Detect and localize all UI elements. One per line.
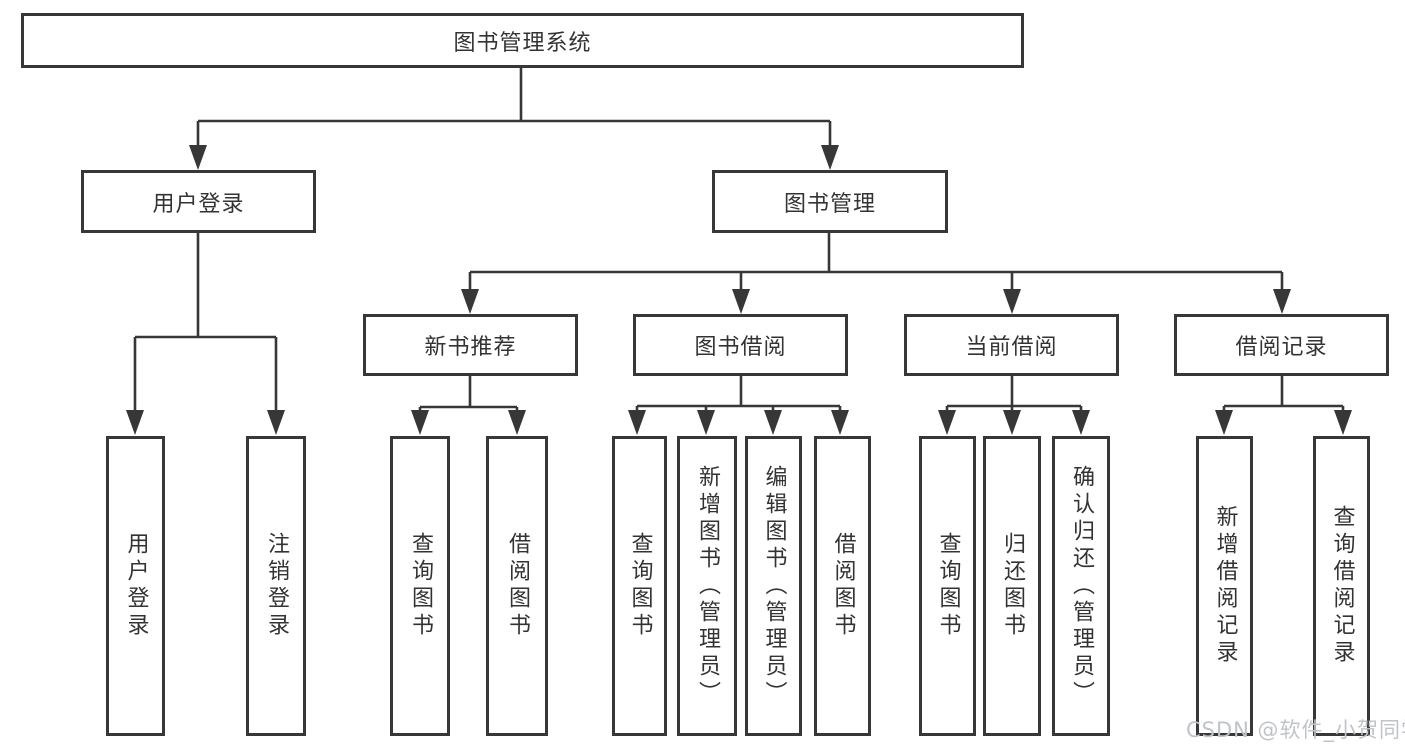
leaf-borrow-lend-label: 借阅图书 <box>830 532 856 640</box>
node-current-borrow: 当前借阅 <box>904 314 1119 376</box>
leaf-borrow-query: 查询图书 <box>612 436 667 736</box>
leaf-records-add: 新增借阅记录 <box>1196 436 1253 736</box>
leaf-newbook-borrow-label: 借阅图书 <box>505 532 530 640</box>
leaf-borrow-edit: 编辑图书（管理员） <box>745 436 802 736</box>
leaf-logout: 注销登录 <box>246 436 306 736</box>
leaf-records-query-label: 查询借阅记录 <box>1329 505 1355 667</box>
node-new-book-recommend: 新书推荐 <box>363 314 578 376</box>
leaf-user-login: 用户登录 <box>106 436 165 736</box>
node-user-login-label: 用户登录 <box>152 191 245 217</box>
leaf-current-confirm-label: 确认归还（管理员） <box>1069 464 1094 708</box>
node-user-login: 用户登录 <box>81 170 316 233</box>
node-root-label: 图书管理系统 <box>453 30 592 56</box>
leaf-current-return-label: 归还图书 <box>1000 532 1025 640</box>
watermark: CSDN @软件_小贺同学 <box>1186 718 1405 742</box>
node-borrow-records-label: 借阅记录 <box>1235 335 1328 360</box>
leaf-current-query: 查询图书 <box>919 436 976 736</box>
leaf-borrow-add-label: 新增图书（管理员） <box>695 464 720 708</box>
node-book-management: 图书管理 <box>712 170 948 233</box>
leaf-current-confirm: 确认归还（管理员） <box>1052 436 1110 736</box>
node-borrow-records: 借阅记录 <box>1174 314 1389 376</box>
leaf-records-query: 查询借阅记录 <box>1313 436 1370 736</box>
leaf-borrow-add: 新增图书（管理员） <box>677 436 737 736</box>
leaf-user-login-label: 用户登录 <box>123 532 149 640</box>
node-new-book-recommend-label: 新书推荐 <box>424 335 517 360</box>
node-book-borrow: 图书借阅 <box>633 314 848 376</box>
leaf-newbook-query: 查询图书 <box>390 436 450 736</box>
leaf-newbook-query-label: 查询图书 <box>408 532 433 640</box>
leaf-newbook-borrow: 借阅图书 <box>486 436 548 736</box>
node-root: 图书管理系统 <box>21 13 1024 68</box>
leaf-records-add-label: 新增借阅记录 <box>1212 505 1238 667</box>
leaf-current-return: 归还图书 <box>983 436 1041 736</box>
leaf-borrow-edit-label: 编辑图书（管理员） <box>761 464 787 708</box>
node-current-borrow-label: 当前借阅 <box>965 335 1058 360</box>
node-book-borrow-label: 图书借阅 <box>694 335 787 360</box>
leaf-borrow-lend: 借阅图书 <box>814 436 871 736</box>
leaf-logout-label: 注销登录 <box>264 532 289 640</box>
node-book-management-label: 图书管理 <box>783 191 876 217</box>
leaf-borrow-query-label: 查询图书 <box>627 532 653 640</box>
leaf-current-query-label: 查询图书 <box>935 532 961 640</box>
